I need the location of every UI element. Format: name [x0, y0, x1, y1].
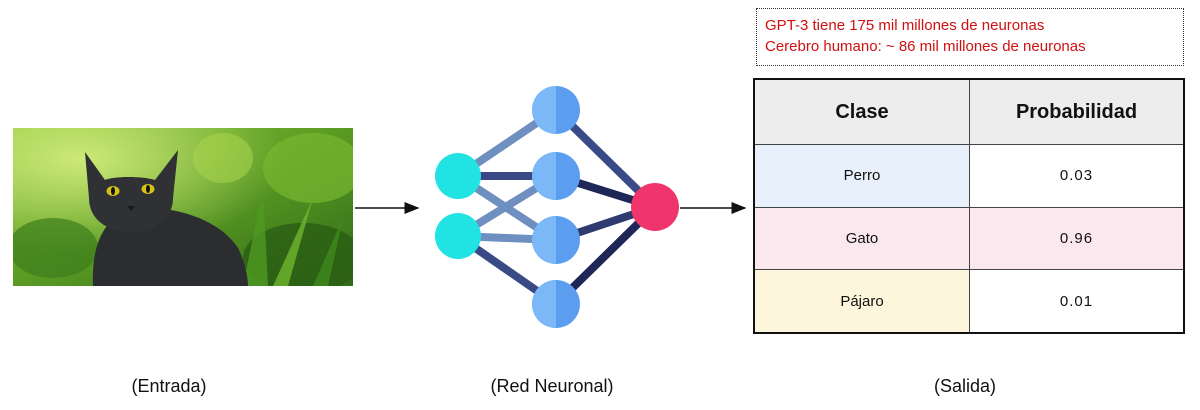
hidden-node-2 — [532, 152, 580, 200]
row-pajaro-probabilidad: 0.01 — [970, 269, 1183, 332]
note-line-gpt3: GPT-3 tiene 175 mil millones de neuronas — [765, 17, 1045, 34]
input-node-1 — [435, 153, 481, 199]
neuron-count-note: GPT-3 tiene 175 mil millones de neuronas… — [756, 8, 1184, 66]
input-node-2 — [435, 213, 481, 259]
row-gato-clase: Gato — [755, 206, 970, 270]
hidden-node-3 — [532, 216, 580, 264]
probability-table: Clase Probabilidad Perro 0.03 Gato 0.96 … — [753, 78, 1185, 334]
header-probabilidad: Probabilidad — [970, 80, 1183, 144]
hidden-node-4 — [532, 280, 580, 328]
header-clase: Clase — [755, 80, 970, 144]
caption-network: (Red Neuronal) — [490, 376, 614, 396]
hidden-node-1 — [532, 86, 580, 134]
note-line-brain: Cerebro humano: ~ 86 mil millones de neu… — [765, 38, 1086, 55]
row-pajaro-clase: Pájaro — [755, 269, 970, 332]
row-gato-probabilidad: 0.96 — [970, 206, 1183, 270]
row-perro-clase: Perro — [755, 144, 970, 207]
row-perro-probabilidad: 0.03 — [970, 144, 1183, 207]
caption-input: (Entrada) — [131, 376, 207, 396]
cat-photo — [13, 128, 353, 286]
caption-output: (Salida) — [933, 376, 997, 396]
output-node — [631, 183, 679, 231]
neural-network-icon — [435, 86, 679, 328]
